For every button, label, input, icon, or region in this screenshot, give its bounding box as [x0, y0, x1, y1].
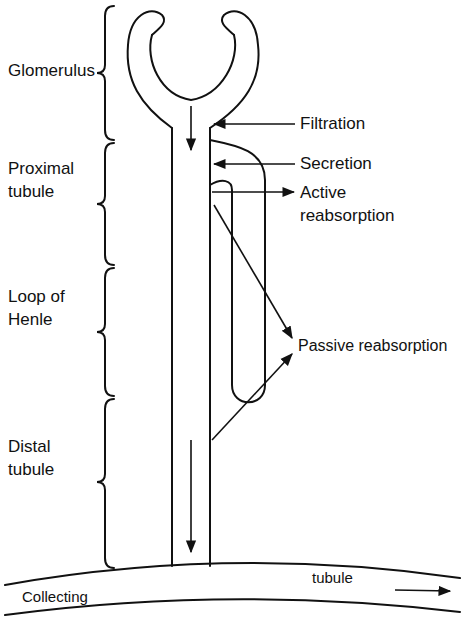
section-label: Glomerulus [8, 60, 95, 83]
capsule-inner-wall [150, 35, 235, 100]
capsule-wall [128, 11, 172, 128]
section-label: Distal tubule [8, 436, 88, 482]
flow-arrow [190, 440, 192, 552]
section-brace [97, 268, 114, 396]
process-label: Passive reabsorption [298, 335, 447, 357]
tubule-wall [171, 128, 173, 566]
section-brace [97, 143, 114, 265]
section-label: Proximal tubule [8, 158, 96, 204]
secretion-arrow [214, 163, 295, 165]
loop-of-henle [210, 140, 265, 402]
active-reabsorption-arrow [212, 191, 294, 193]
section-brace [97, 6, 114, 140]
collecting-tubule-wall [5, 563, 460, 585]
process-label: Active reabsorption [300, 182, 412, 228]
filtration-arrow [214, 123, 295, 125]
duct-label: tubule [312, 568, 353, 588]
tubule-wall [209, 128, 211, 566]
section-label: Loop of Henle [8, 286, 88, 332]
process-label: Filtration [300, 113, 365, 136]
flow-arrow [395, 590, 450, 591]
passive-reabsorption-arrow [214, 205, 292, 338]
passive-reabsorption-arrow [212, 354, 292, 440]
section-brace [97, 399, 114, 568]
process-label: Secretion [300, 153, 372, 176]
duct-label: Collecting [22, 587, 88, 607]
capsule-wall [210, 11, 259, 128]
flow-arrow [190, 106, 192, 150]
